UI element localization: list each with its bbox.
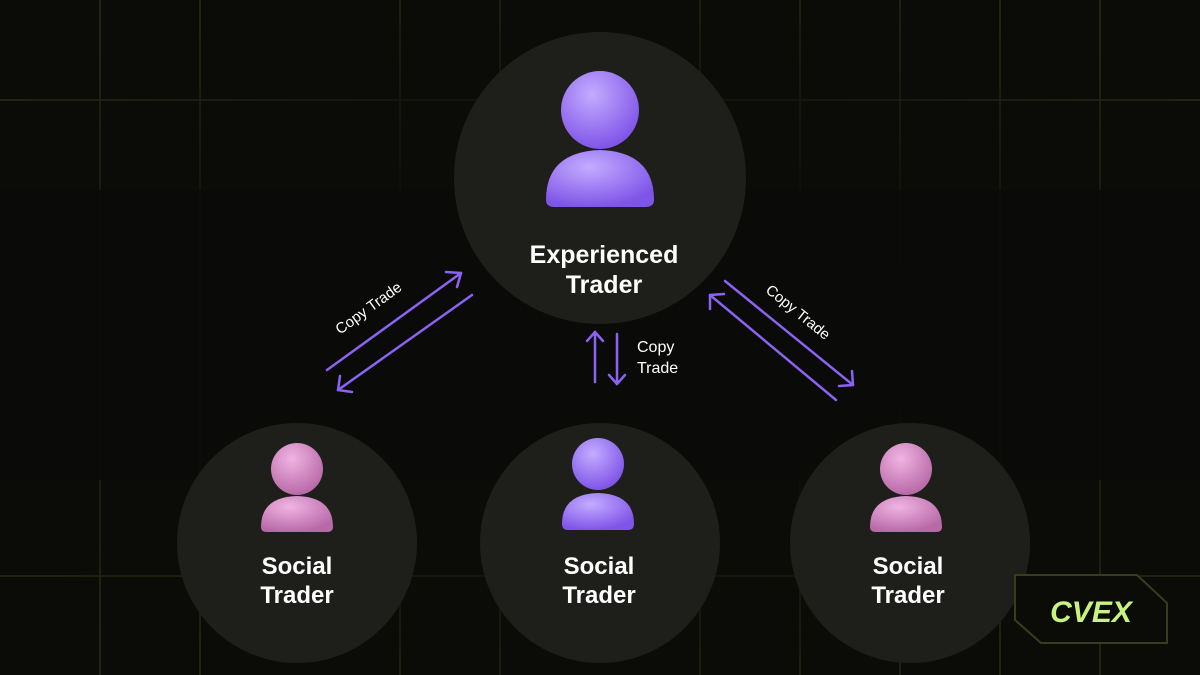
label-line: Trader <box>260 581 334 609</box>
social-trader-label-center: Social Trader <box>562 553 635 611</box>
social-trader-label-right: Social Trader <box>871 553 944 611</box>
arrow-center-down <box>607 332 627 386</box>
copy-trade-label-center: Copy Trade <box>637 337 678 379</box>
arrow-left-up <box>325 270 463 372</box>
label-line: Social <box>563 553 635 580</box>
arrow-right-up <box>708 292 838 402</box>
label-line: Social <box>872 553 944 580</box>
person-icon-experienced <box>546 71 654 207</box>
label-line: Experienced <box>529 241 679 269</box>
arrow-left-down <box>336 293 474 394</box>
person-icon-right <box>870 443 942 532</box>
social-trader-label-left: Social Trader <box>260 553 333 611</box>
arrow-right-down <box>723 279 855 388</box>
label-line: Trade <box>637 360 679 377</box>
person-icon-center <box>562 438 634 530</box>
arrow-center-up <box>585 330 605 384</box>
label-line: Social <box>261 553 333 580</box>
label-line: Trader <box>562 581 636 609</box>
label-line: Trader <box>871 581 945 609</box>
logo-text: CVEX <box>1050 596 1134 629</box>
label-line: Trader <box>565 271 643 299</box>
experienced-trader-label: Experienced Trader <box>530 240 679 300</box>
label-line: Copy <box>637 339 675 356</box>
person-icon-left <box>261 443 333 532</box>
